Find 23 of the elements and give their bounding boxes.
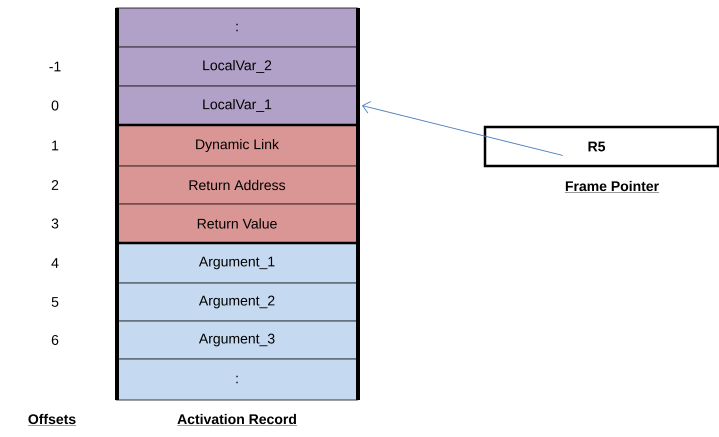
stack-cell: LocalVar_2 [116,46,358,86]
offset-number: 4 [51,258,58,268]
stack-cell: Argument_2 [116,282,358,322]
stack-cell: Return Value [116,204,358,244]
stack-cell: : [116,8,358,48]
node-label: Frame Pointer [564,180,660,193]
offset-number: 6 [52,335,58,345]
offset-number: -1 [49,62,61,72]
offset-number: 0 [52,100,58,110]
stack-cell: LocalVar_1 [116,86,358,126]
column-heading: Offsets [28,414,76,426]
offset-number: 3 [52,218,58,228]
column-heading: Activation Record [176,414,298,426]
offset-number: 1 [52,140,58,150]
offset-number: 2 [52,180,58,190]
stack-cell: Dynamic Link [116,124,358,166]
offset-number: 5 [52,297,58,307]
register-box: R5 [484,126,719,168]
stack-cell: Argument_1 [116,242,358,284]
stack-cell: Return Address [116,166,358,204]
stack-cell: : [116,358,358,400]
stack-cell: Argument_3 [116,320,358,360]
arrow [362,101,564,156]
